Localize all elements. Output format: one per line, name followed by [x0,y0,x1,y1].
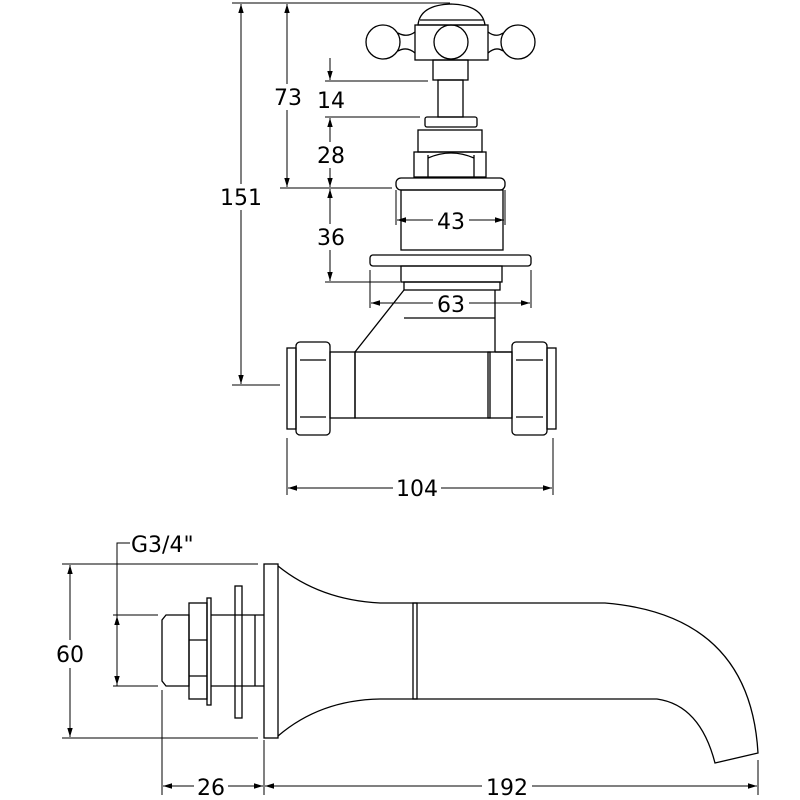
gland-nut [424,116,478,128]
valve-front-view: 151 73 14 28 36 43 63 104 [218,2,557,502]
spout-body [277,565,759,764]
dim-stem: 14 [317,89,345,114]
thread-size-label: G3/4" [131,533,194,558]
tee-body [286,289,557,436]
wall-flange [263,563,279,739]
dim-overall-height: 151 [220,186,262,211]
dim-width: 104 [396,477,438,502]
spout-joint [412,602,418,700]
dim-body-diameter: 43 [437,210,465,235]
dim-thread-length: 26 [197,776,225,800]
sleeve-end [403,281,501,291]
dim-projection: 192 [486,776,528,800]
dim-flange-diameter: 63 [437,293,465,318]
dim-body: 36 [317,226,345,251]
lower-flange [369,254,532,267]
dim-flange-height: 60 [56,643,84,668]
sleeve [400,265,503,283]
dimension-lines [232,2,554,495]
dim-bonnet: 28 [317,144,345,169]
cross-handle [365,3,536,61]
stem-collar [432,59,469,81]
stem [437,79,464,118]
bonnet [417,129,483,153]
thread-fitting [161,585,264,719]
dim-handle-height: 73 [274,86,302,111]
side-dimension-lines [62,542,759,795]
upper-flange [395,177,506,191]
spout-side-view: G3/4" 60 26 192 [52,533,759,800]
hex-nut [413,151,487,178]
